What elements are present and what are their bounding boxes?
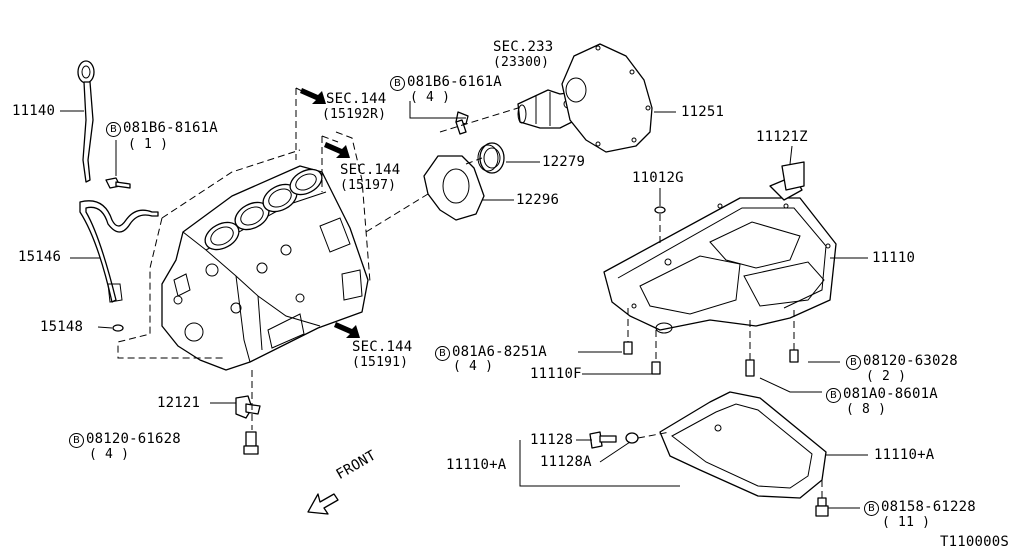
bolt-symbol: B — [846, 355, 861, 370]
bolt-symbol: B — [435, 346, 450, 361]
cylinder-block — [161, 165, 369, 371]
drain-plug-washer — [625, 432, 639, 444]
label-sec144-a: SEC.144 — [326, 91, 387, 107]
bolt-081b6-8161a — [105, 177, 131, 189]
bolt-08158-61228 — [815, 497, 829, 517]
oil-pan-upper — [603, 197, 837, 334]
washer-11012g — [654, 206, 666, 214]
label-bolt-08120-63028-qty: ( 2 ) — [866, 369, 907, 384]
rear-plate — [561, 43, 653, 153]
label-sec233-sub: (23300) — [493, 55, 550, 70]
label-sec144-a-sub: (15192R) — [322, 107, 387, 122]
bolt-08120-61628 — [243, 431, 259, 455]
label-sec144-b-sub: (15197) — [340, 178, 397, 193]
label-11110: 11110 — [872, 250, 916, 266]
label-11140: 11140 — [12, 103, 56, 119]
label-12279: 12279 — [542, 154, 586, 170]
label-11110a-right: 11110+A — [874, 447, 935, 463]
label-sec144-c-sub: (15191) — [352, 355, 409, 370]
label-11251: 11251 — [681, 104, 725, 120]
label-12121: 12121 — [157, 395, 201, 411]
figure-id: T110000S — [940, 534, 1010, 550]
label-11128: 11128 — [530, 432, 574, 448]
bolt-symbol: B — [106, 122, 121, 137]
drain-plug — [589, 431, 617, 449]
label-11110f: 11110F — [530, 366, 582, 382]
label-15148: 15148 — [40, 319, 84, 335]
oil-gauge-tube — [79, 200, 159, 303]
label-sec144-b: SEC.144 — [340, 162, 401, 178]
oil-level-sensor — [769, 161, 805, 201]
bolt-symbol: B — [390, 76, 405, 91]
front-arrow-icon — [307, 493, 339, 515]
section-arrows — [300, 88, 360, 338]
oil-pan-lower — [659, 391, 827, 499]
label-sec233: SEC.233 — [493, 39, 554, 55]
oil-seal-retainer — [423, 155, 485, 221]
label-sec144-c: SEC.144 — [352, 339, 413, 355]
o-ring — [112, 324, 124, 332]
oil-level-gauge — [77, 60, 95, 183]
label-bolt-081a6-8251a-qty: ( 4 ) — [453, 359, 494, 374]
label-12296: 12296 — [516, 192, 560, 208]
bolt-symbol: B — [826, 388, 841, 403]
bolt-symbol: B — [69, 433, 84, 448]
label-11110a-left: 11110+A — [446, 457, 507, 473]
label-11121z: 11121Z — [756, 129, 808, 145]
bearing-cap — [235, 395, 261, 419]
leader-lines — [60, 101, 868, 509]
label-bolt-081b6-8161a-qty: ( 1 ) — [128, 137, 169, 152]
oil-pan-bolts — [623, 341, 799, 377]
label-11012g: 11012G — [632, 170, 684, 186]
rear-oil-seal — [477, 142, 505, 174]
label-bolt-08158-61228-qty: ( 11 ) — [882, 515, 931, 530]
label-11128a: 11128A — [540, 454, 592, 470]
label-bolt-081a0-8601a-qty: ( 8 ) — [846, 402, 887, 417]
bolt-symbol: B — [864, 501, 879, 516]
label-bolt-08120-61628-qty: ( 4 ) — [89, 447, 130, 462]
bolt-081b6-6161a — [455, 111, 469, 135]
label-bolt-081b6-6161a-qty: ( 4 ) — [410, 90, 451, 105]
label-15146: 15146 — [18, 249, 62, 265]
